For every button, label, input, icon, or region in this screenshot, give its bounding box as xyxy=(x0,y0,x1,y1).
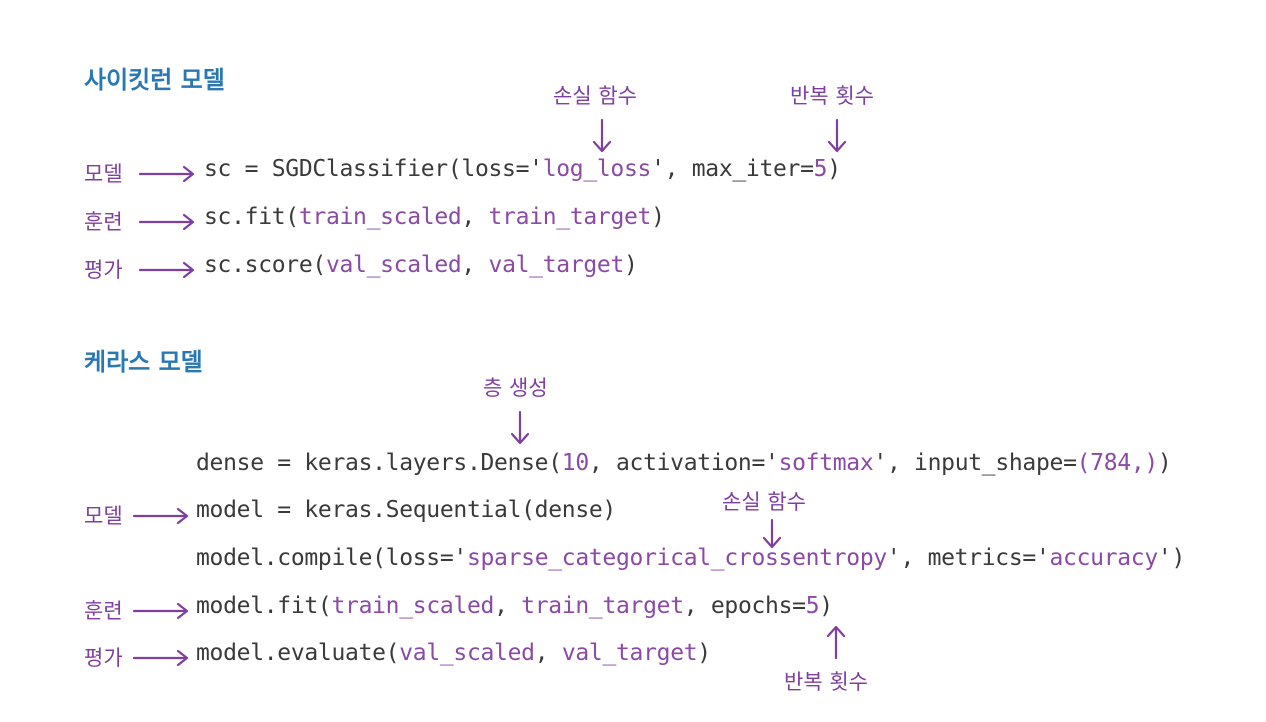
keras-iter-annotation: 반복 횟수 xyxy=(784,670,868,694)
keras-sequential-code: model = keras.Sequential(dense) xyxy=(196,497,616,523)
keras-compile-code: model.compile(loss='sparse_categorical_c… xyxy=(196,545,1185,571)
keras-eval-arrow xyxy=(132,649,189,667)
code-text: , xyxy=(461,204,489,230)
code-text: , xyxy=(494,593,522,619)
sklearn-loss-arrow xyxy=(592,118,612,153)
code-highlight: softmax xyxy=(778,450,874,476)
code-highlight: val_scaled xyxy=(399,640,535,666)
sklearn-eval-code: sc.score(val_scaled, val_target) xyxy=(204,252,638,278)
code-text: ) xyxy=(827,156,841,182)
code-highlight: train_scaled xyxy=(331,593,495,619)
keras-train-label: 훈련 xyxy=(84,599,123,623)
code-text: ) xyxy=(697,640,711,666)
code-text: ', input_shape= xyxy=(873,450,1077,476)
sklearn-model-arrow xyxy=(138,165,195,183)
code-text: sc.score( xyxy=(204,252,326,278)
keras-heading: 케라스 모델 xyxy=(84,348,203,376)
keras-dense-code: dense = keras.layers.Dense(10, activatio… xyxy=(196,450,1172,476)
sklearn-heading: 사이킷런 모델 xyxy=(84,66,225,94)
code-text: model = keras.Sequential(dense) xyxy=(196,497,616,523)
keras-eval-label: 평가 xyxy=(84,646,123,670)
keras-loss-annotation: 손실 함수 xyxy=(722,490,806,514)
code-text: ', metrics=' xyxy=(886,545,1050,571)
code-highlight: accuracy xyxy=(1049,545,1159,571)
code-text: sc = SGDClassifier(loss=' xyxy=(204,156,543,182)
sklearn-iter-annotation: 반복 횟수 xyxy=(790,84,874,108)
sklearn-iter-arrow xyxy=(827,118,847,153)
sklearn-train-code: sc.fit(train_scaled, train_target) xyxy=(204,204,665,230)
sklearn-model-code: sc = SGDClassifier(loss='log_loss', max_… xyxy=(204,156,841,182)
code-highlight: 5 xyxy=(805,593,820,619)
sklearn-train-label: 훈련 xyxy=(84,210,123,234)
keras-model-label: 모델 xyxy=(84,504,123,528)
sklearn-loss-annotation: 손실 함수 xyxy=(553,84,637,108)
code-text: , epochs= xyxy=(683,593,806,619)
keras-evaluate-code: model.evaluate(val_scaled, val_target) xyxy=(196,640,711,666)
code-highlight: val_scaled xyxy=(325,252,462,278)
code-highlight: (784,) xyxy=(1076,450,1159,476)
code-text: , activation=' xyxy=(588,450,779,476)
code-highlight: train_scaled xyxy=(298,204,462,230)
code-text: model.compile(loss=' xyxy=(196,545,467,571)
code-highlight: sparse_categorical_crossentropy xyxy=(466,545,887,571)
code-highlight: train_target xyxy=(521,593,684,619)
code-text: model.fit( xyxy=(196,593,332,619)
code-text: ) xyxy=(1157,450,1172,476)
sklearn-eval-label: 평가 xyxy=(84,258,123,282)
code-highlight: 10 xyxy=(561,450,589,476)
sklearn-train-arrow xyxy=(138,213,195,231)
keras-layer-arrow xyxy=(510,410,530,445)
keras-layer-annotation: 층 생성 xyxy=(483,376,548,400)
code-highlight: val_target xyxy=(561,640,698,666)
code-highlight: 5 xyxy=(813,156,828,182)
code-highlight: log_loss xyxy=(542,156,652,182)
code-text: ) xyxy=(819,593,833,619)
code-text: , xyxy=(461,252,489,278)
code-text: dense = keras.layers.Dense( xyxy=(196,450,562,476)
code-text: , xyxy=(534,640,562,666)
keras-fit-code: model.fit(train_scaled, train_target, ep… xyxy=(196,593,833,619)
code-text: ', max_iter= xyxy=(651,156,814,182)
code-highlight: train_target xyxy=(488,204,652,230)
keras-iter-arrow xyxy=(826,625,846,660)
code-highlight: val_target xyxy=(488,252,625,278)
code-text: model.evaluate( xyxy=(196,640,400,666)
sklearn-model-label: 모델 xyxy=(84,162,123,186)
code-text: ) xyxy=(651,204,665,230)
code-text: sc.fit( xyxy=(204,204,299,230)
code-text: ) xyxy=(624,252,638,278)
keras-train-arrow xyxy=(132,602,189,620)
keras-model-arrow xyxy=(132,507,189,525)
sklearn-eval-arrow xyxy=(138,261,195,279)
keras-loss-arrow xyxy=(762,518,782,549)
code-text: ') xyxy=(1157,545,1185,571)
